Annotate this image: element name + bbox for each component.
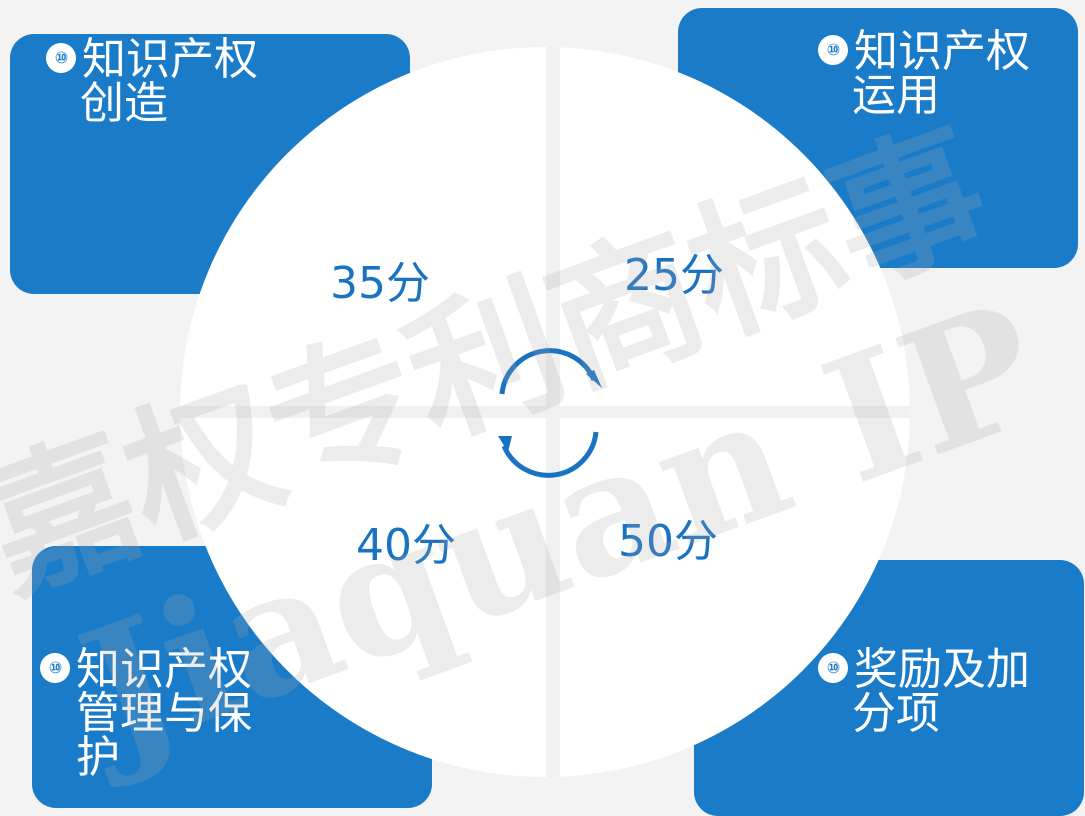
- horizontal-divider: [180, 406, 910, 418]
- circled-ten-icon: ⑩: [818, 35, 848, 65]
- circled-ten-icon: ⑩: [818, 653, 848, 683]
- card-title-line: 运用: [852, 70, 940, 121]
- card-title-line: 创造: [80, 78, 168, 129]
- card-title-line: 知识产权: [76, 644, 252, 695]
- card-title-line: 分项: [852, 688, 940, 739]
- score-bonus-items: 50分: [618, 516, 718, 567]
- score-ip-utilization: 25分: [624, 250, 724, 301]
- card-title-line: 护: [76, 732, 120, 783]
- card-title-line: 知识产权: [854, 26, 1030, 77]
- score-ip-management: 40分: [356, 520, 456, 571]
- card-title-line: 管理与保: [76, 688, 252, 739]
- card-title-line: 奖励及加: [854, 644, 1030, 695]
- card-title-line: 知识产权: [82, 34, 258, 85]
- circled-ten-icon: ⑩: [46, 43, 76, 73]
- cycle-arrows-icon: [498, 348, 602, 478]
- score-ip-creation: 35分: [330, 258, 430, 309]
- circled-ten-icon: ⑩: [40, 653, 70, 683]
